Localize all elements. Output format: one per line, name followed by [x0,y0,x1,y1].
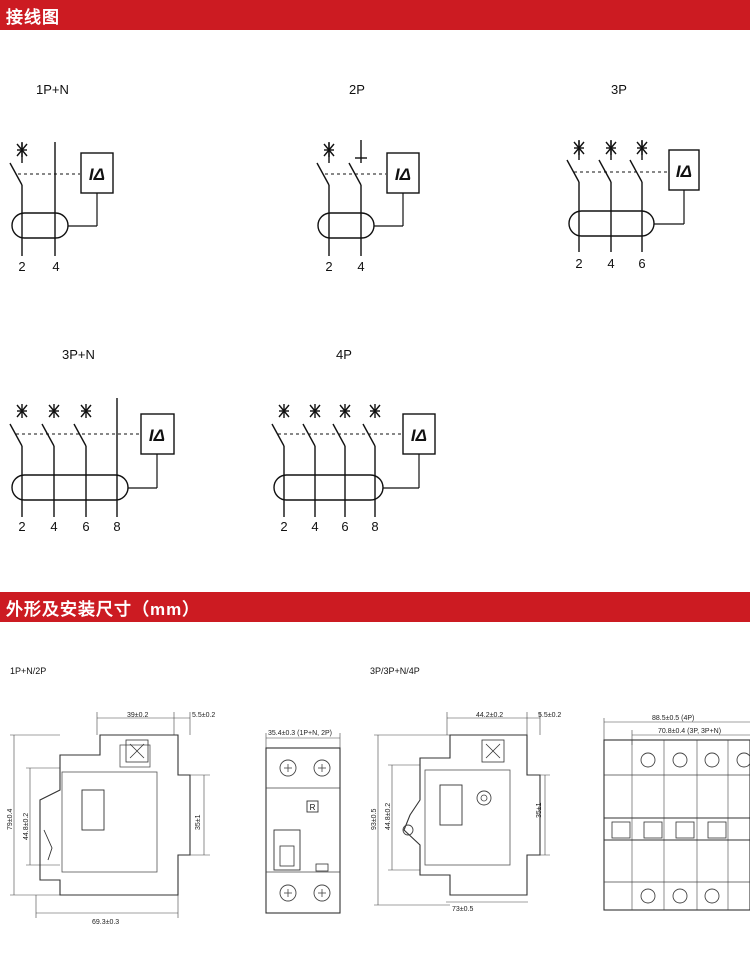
dimension-text-depth: 69.3±0.3 [92,919,119,926]
terminal-label: 4 [607,256,614,271]
dimension-text-height: 93±0.5 [371,809,378,830]
breaker-x-icon [16,403,28,419]
terminal-label: 6 [638,256,645,271]
diagram-label: 2P [349,82,365,97]
diagram-label: 3P+N [62,347,95,362]
terminal-label: 4 [311,519,318,534]
diagram-label: 4P [336,347,352,362]
rcd-trip-box [80,152,114,194]
current-transformer-ring [11,474,129,501]
terminal-label: 2 [325,259,332,274]
dimension-drawing-side-1 [10,712,210,918]
rcd-symbol: IΔ [411,426,427,445]
terminal-label: 6 [82,519,89,534]
dimension-text-inner-height: 44.8±0.2 [23,813,30,840]
terminal-label: 2 [575,256,582,271]
breaker-x-icon [369,403,381,419]
dimension-group-label-1: 1P+N/2P [10,666,46,676]
section-title-wiring: 接线图 [6,8,60,27]
breaker-x-icon [48,403,60,419]
wiring-diagram-4p: 4P IΔ 2 4 6 8 [271,347,436,534]
terminal-label: 2 [18,259,25,274]
wiring-diagram-2p: 2P IΔ 2 4 [316,82,420,274]
current-transformer-ring [273,474,384,501]
diagram-label: 1P+N [36,82,69,97]
terminal-label: 4 [50,519,57,534]
reset-badge-box [306,800,319,813]
section-banner-wiring: 接线图 [0,0,750,30]
rcd-symbol: IΔ [89,165,105,184]
breaker-x-icon [80,403,92,419]
dimension-text-offset: 5.5±0.2 [538,712,561,719]
dimension-text-height: 79±0.4 [7,809,14,830]
dimension-text-width: 88.5±0.5 (4P) [652,715,694,722]
current-transformer-ring [317,212,375,239]
section-title-dimensions: 外形及安装尺寸（mm） [6,600,201,619]
dimension-text-inner-height: 44.8±0.2 [385,803,392,830]
dimension-drawing-side-3 [374,712,550,906]
dimension-text-rail: 35±1 [195,814,202,830]
breaker-x-icon [309,403,321,419]
diagram-label: 3P [611,82,627,97]
dimension-text-width: 35.4±0.3 (1P+N, 2P) [268,730,332,737]
reset-badge-label: R [310,803,316,812]
rcd-trip-box [402,413,436,455]
dimension-drawing-front-4 [603,718,750,911]
terminal-label: 8 [371,519,378,534]
current-transformer-ring [568,210,655,237]
breaker-x-icon [278,403,290,419]
terminal-label: 8 [113,519,120,534]
terminal-label: 2 [18,519,25,534]
dimension-text-offset: 5.5±0.2 [192,712,215,719]
wiring-diagram-3p: 3P IΔ 2 4 6 [566,82,700,271]
terminal-label: 4 [357,259,364,274]
rcd-symbol: IΔ [395,165,411,184]
section-banner-dimensions: 外形及安装尺寸（mm） [0,592,750,622]
dimension-text-width: 44.2±0.2 [476,712,503,719]
rcd-trip-box [386,152,420,194]
dimension-drawing-front-2 [265,733,341,914]
rcd-trip-box [668,149,700,191]
terminal-label: 2 [280,519,287,534]
dimension-group-label-2: 3P/3P+N/4P [370,666,420,676]
current-transformer-ring [11,212,69,239]
dimension-text-depth: 73±0.5 [452,906,473,913]
dimension-text-rail: 35±1 [536,802,543,818]
dimension-text-inner-width: 70.8±0.4 (3P, 3P+N) [658,728,721,735]
dimension-text-width: 39±0.2 [127,712,148,719]
terminal-label: 4 [52,259,59,274]
terminal-label: 6 [341,519,348,534]
wiring-diagram-1p-n: 1P+N IΔ 2 4 [9,82,114,274]
rcd-symbol: IΔ [676,162,692,181]
breaker-x-icon [339,403,351,419]
rcd-symbol: IΔ [149,426,165,445]
wiring-diagram-3p-n: 3P+N IΔ 2 4 6 8 [9,347,175,534]
